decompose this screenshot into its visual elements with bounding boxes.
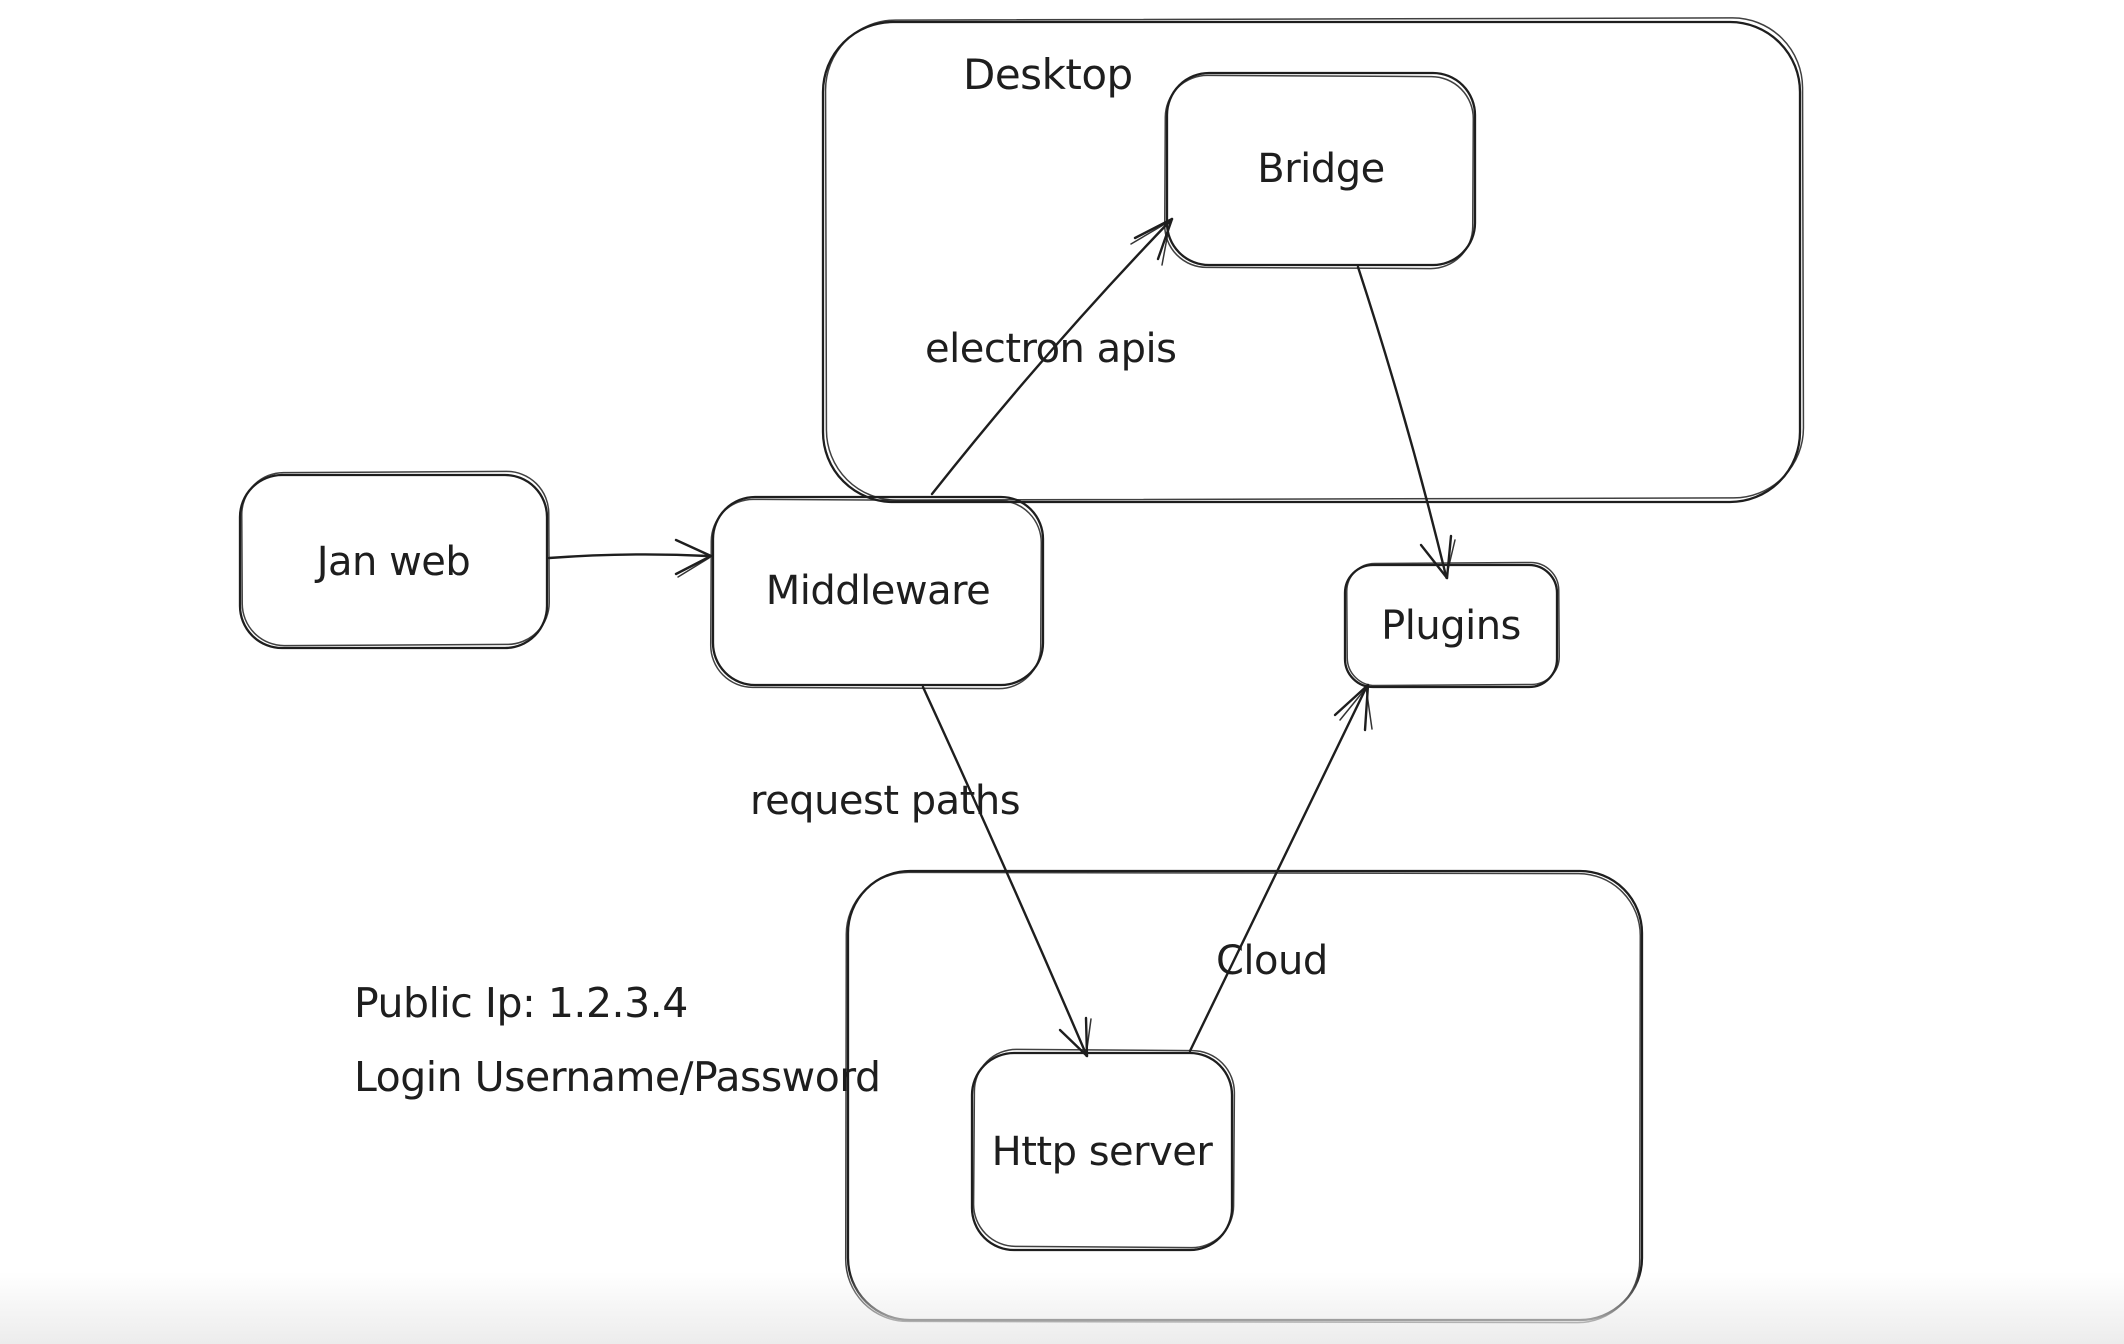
http-server-node-label[interactable]: Http server [991,1128,1213,1175]
bridge-node-shape[interactable] [1163,71,1477,270]
cloud-credentials-annotation[interactable]: Public Ip: 1.2.3.4 Login Username/Passwo… [354,966,881,1114]
http-server-node-shape[interactable] [970,1048,1236,1252]
login-credentials-text[interactable]: Login Username/Password [354,1053,881,1101]
jan-web-node-label[interactable]: Jan web [316,538,471,585]
arrow-httpserver-to-plugins[interactable] [1188,683,1373,1053]
bridge-node-label[interactable]: Bridge [1257,146,1385,192]
arrow-bridge-to-plugins[interactable] [1356,265,1456,580]
plugins-node-label[interactable]: Plugins [1381,603,1521,649]
arrow-middleware-to-bridge[interactable] [930,217,1174,496]
cloud-container-label[interactable]: Cloud [1216,938,1328,984]
plugins-node-shape[interactable] [1343,561,1560,689]
electron-apis-edge-label[interactable]: electron apis [925,326,1177,372]
arrow-middleware-to-httpserver[interactable] [921,685,1092,1058]
middleware-node-shape[interactable] [709,495,1045,690]
arrow-janweb-to-middleware[interactable] [547,538,713,578]
desktop-container-shape[interactable] [821,17,1805,504]
public-ip-text[interactable]: Public Ip: 1.2.3.4 [354,979,688,1027]
desktop-container-label[interactable]: Desktop [963,50,1133,99]
request-paths-edge-label[interactable]: request paths [750,778,1021,824]
middleware-node-label[interactable]: Middleware [765,568,991,614]
